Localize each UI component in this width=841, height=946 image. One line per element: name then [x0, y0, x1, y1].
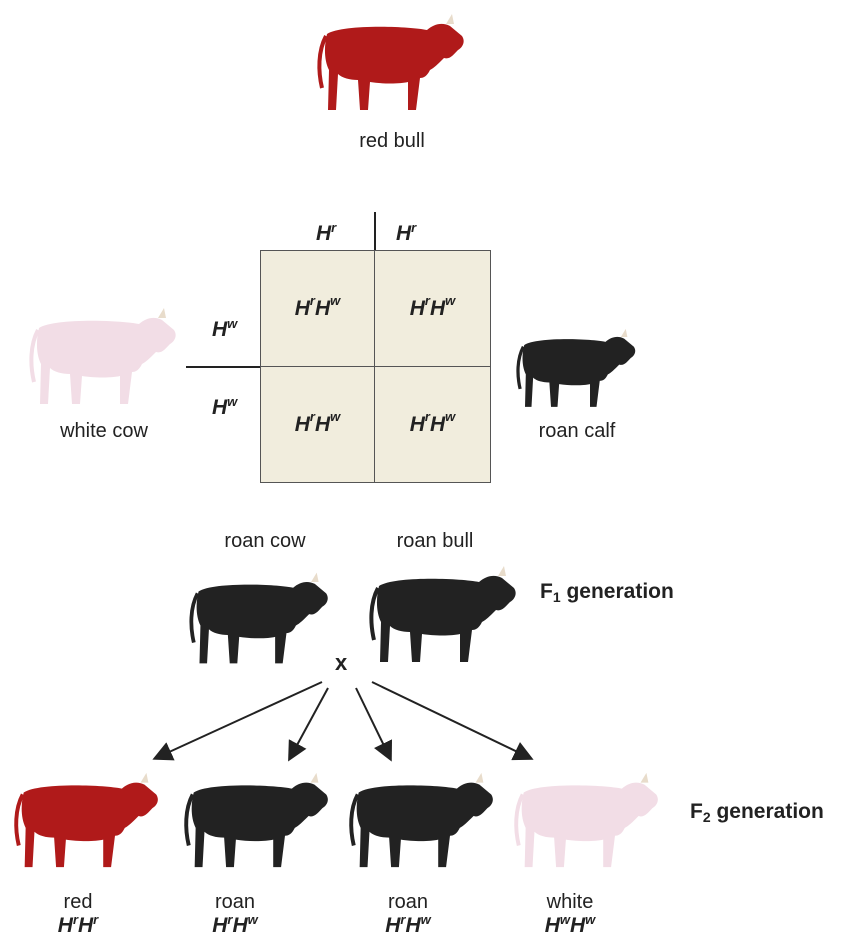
punnett-top-divider [374, 212, 376, 250]
punnett-side-divider [186, 366, 260, 368]
f2-caption-roan-2: roan HrHw [358, 890, 458, 940]
f2-roan-cow-illustration-1 [175, 765, 340, 873]
f2-genotype-roan-2: HrHw [385, 912, 431, 937]
f2-phenotype-white: white [546, 891, 594, 913]
f2-red-cow-illustration [5, 765, 170, 873]
punnett-top-allele-2: Hr [396, 220, 417, 245]
f2-genotype-white: HwHw [544, 912, 596, 937]
f2-caption-red: red HrHr [28, 890, 128, 940]
punnett-side-allele-2: Hw [212, 394, 238, 419]
punnett-horizontal-line [261, 366, 490, 367]
arrow-to-roan-1 [288, 687, 329, 762]
roan-bull-label: roan bull [396, 530, 474, 552]
f2-caption-white: white HwHw [520, 890, 620, 940]
f2-caption-roan-1: roan HrHw [185, 890, 285, 940]
roan-calf-label: roan calf [538, 420, 616, 442]
roan-calf-illustration [512, 322, 642, 412]
roan-cow-illustration [180, 565, 340, 669]
arrow-to-red [152, 681, 323, 761]
f2-generation-label: F2 generation [690, 800, 824, 825]
cross-symbol: x [335, 650, 348, 675]
red-bull-illustration [312, 5, 472, 117]
f2-roan-cow-illustration-2 [340, 765, 505, 873]
f2-genotype-roan-1: HrHw [212, 912, 258, 937]
arrow-to-white [371, 681, 534, 761]
roan-cow-label: roan cow [224, 530, 306, 552]
f2-phenotype-red: red [63, 891, 93, 913]
f1-generation-label: F1 generation [540, 580, 674, 605]
f2-phenotype-roan-1: roan [214, 891, 256, 913]
f2-phenotype-roan-2: roan [387, 891, 429, 913]
red-bull-label: red bull [359, 130, 425, 152]
punnett-top-allele-1: Hr [316, 220, 337, 245]
punnett-side-allele-1: Hw [212, 316, 238, 341]
arrow-to-roan-2 [355, 687, 393, 762]
white-cow-illustration [20, 300, 188, 410]
f2-white-cow-illustration [505, 765, 670, 873]
f2-genotype-red: HrHr [57, 912, 99, 937]
white-cow-label: white cow [60, 420, 148, 442]
roan-bull-illustration [360, 558, 528, 668]
